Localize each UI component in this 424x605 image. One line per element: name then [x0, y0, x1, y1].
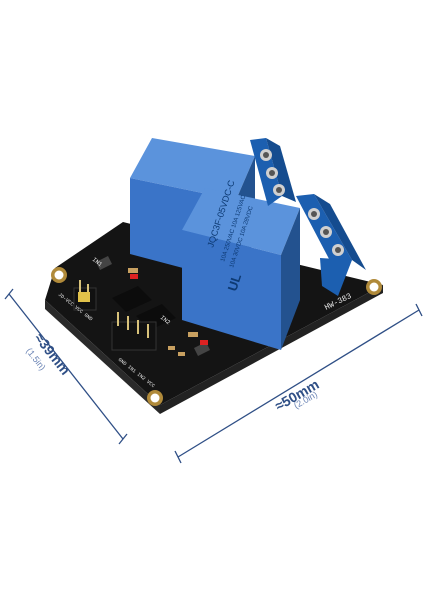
screw-terminal-block-1	[250, 138, 296, 206]
height-dimension-line	[4, 288, 128, 445]
mounting-hole-icon	[51, 267, 382, 406]
smd-components	[96, 256, 210, 356]
width-dimension-line	[174, 303, 423, 464]
screw-terminal-block-2	[296, 194, 366, 296]
pin-header-left	[73, 280, 97, 311]
ul-logo: UL	[225, 272, 245, 293]
led-icon	[130, 274, 208, 345]
pin-header-right	[111, 312, 157, 351]
relay-2: JQC3F-05VDC-C 10A 250VAC 10A 125VAC 10A …	[182, 178, 300, 350]
